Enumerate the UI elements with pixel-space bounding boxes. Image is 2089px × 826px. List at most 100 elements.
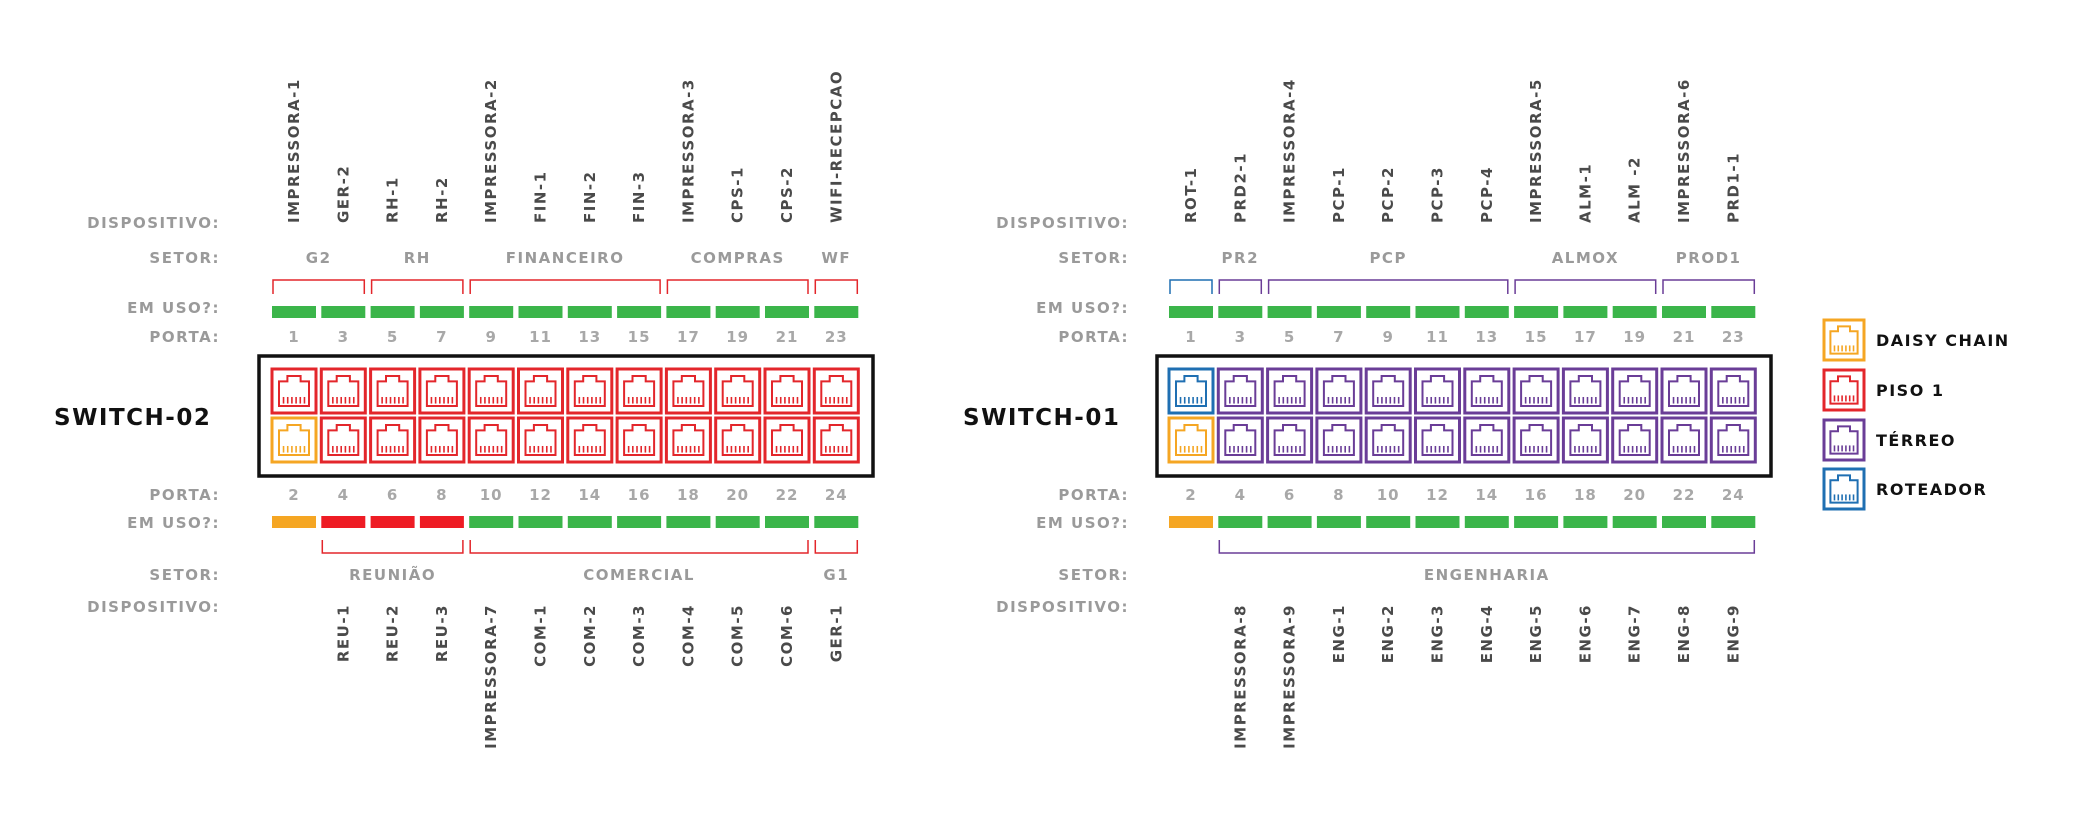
port-number: 2 xyxy=(288,486,299,504)
ethernet-port-icon xyxy=(1216,367,1264,415)
ethernet-port-icon xyxy=(1315,367,1363,415)
device-label: REU-3 xyxy=(433,604,451,662)
in-use-bar xyxy=(1711,306,1756,318)
device-label: WIFI-RECEPCAO xyxy=(827,70,845,223)
port-number: 1 xyxy=(1185,328,1196,346)
sector-label: G2 xyxy=(306,249,332,267)
dispositivo-label: DISPOSITIVO: xyxy=(87,598,220,616)
device-label: ENG-6 xyxy=(1576,604,1594,663)
device-label: FIN-1 xyxy=(532,170,550,223)
in-use-bar xyxy=(1415,516,1460,528)
device-label: IMPRESSORA-2 xyxy=(482,78,500,223)
sector-bracket xyxy=(272,279,366,294)
port-number: 6 xyxy=(387,486,398,504)
in-use-bar xyxy=(1267,306,1312,318)
device-label: PCP-3 xyxy=(1429,166,1447,223)
sector-label: WF xyxy=(821,249,851,267)
in-use-bar xyxy=(1415,306,1460,318)
in-use-bar xyxy=(715,306,760,318)
ethernet-port-icon xyxy=(566,416,614,464)
switch-group-2: DISPOSITIVO:SETOR:EM USO?:PORTA:PORTA:EM… xyxy=(963,78,1773,749)
in-use-bar xyxy=(1169,306,1213,318)
device-label: FIN-3 xyxy=(630,170,648,223)
ethernet-port-icon xyxy=(615,416,663,464)
in-use-bar xyxy=(370,306,415,318)
in-use-bar xyxy=(617,516,662,528)
port-number: 14 xyxy=(1475,486,1498,504)
ethernet-port-icon xyxy=(566,367,614,415)
in-use-bar xyxy=(1169,516,1213,528)
sector-label: PR2 xyxy=(1222,249,1259,267)
sector-label: RH xyxy=(404,249,431,267)
device-label: FIN-2 xyxy=(581,170,599,223)
port-number: 14 xyxy=(578,486,601,504)
em-uso-label: EM USO?: xyxy=(1036,514,1129,532)
ethernet-port-icon xyxy=(763,367,811,415)
port-number: 16 xyxy=(628,486,651,504)
device-label: CPS-2 xyxy=(778,166,796,223)
sector-bracket xyxy=(1514,279,1657,294)
in-use-bar xyxy=(469,306,514,318)
in-use-bar xyxy=(1464,516,1509,528)
device-label: IMPRESSORA-3 xyxy=(679,78,697,223)
legend-label: TÉRREO xyxy=(1876,431,1956,450)
device-label: PCP-2 xyxy=(1379,166,1397,223)
ethernet-port-icon xyxy=(1167,416,1215,464)
ethernet-port-icon xyxy=(1364,367,1412,415)
device-label: COM-3 xyxy=(630,604,648,667)
sector-label: REUNIÃO xyxy=(349,565,436,584)
em-uso-label: EM USO?: xyxy=(127,514,220,532)
port-number: 23 xyxy=(825,328,848,346)
in-use-bar xyxy=(567,516,612,528)
sector-bracket xyxy=(469,540,809,554)
port-number: 20 xyxy=(726,486,749,504)
port-number: 15 xyxy=(628,328,651,346)
in-use-bar xyxy=(1612,306,1657,318)
port-number: 21 xyxy=(1673,328,1696,346)
in-use-bar xyxy=(1514,516,1559,528)
device-label: ENG-3 xyxy=(1429,604,1447,663)
device-label: PCP-1 xyxy=(1330,166,1348,223)
setor-label: SETOR: xyxy=(149,249,220,267)
legend-label: PISO 1 xyxy=(1876,381,1945,400)
legend-port-icon xyxy=(1822,418,1866,462)
dispositivo-label: DISPOSITIVO: xyxy=(996,598,1129,616)
device-label: ENG-8 xyxy=(1675,604,1693,663)
in-use-bar xyxy=(1662,516,1706,528)
ethernet-port-icon xyxy=(467,367,515,415)
legend-port-icon xyxy=(1822,368,1866,412)
in-use-bar xyxy=(1464,306,1509,318)
device-label: PRD1-1 xyxy=(1724,152,1742,223)
in-use-bar xyxy=(518,306,563,318)
in-use-bar xyxy=(1563,516,1608,528)
port-number: 18 xyxy=(677,486,700,504)
port-number: 12 xyxy=(1426,486,1449,504)
sector-bracket xyxy=(814,540,859,554)
port-number: 12 xyxy=(529,486,552,504)
sector-bracket xyxy=(1662,279,1756,294)
ethernet-port-icon xyxy=(1463,416,1511,464)
port-number: 24 xyxy=(825,486,848,504)
ethernet-port-icon xyxy=(369,416,417,464)
port-number: 19 xyxy=(1623,328,1646,346)
device-label: IMPRESSORA-4 xyxy=(1281,78,1299,223)
in-use-bar xyxy=(765,306,809,318)
em-uso-label: EM USO?: xyxy=(1036,299,1129,317)
in-use-bar xyxy=(321,516,366,528)
ethernet-port-icon xyxy=(270,367,318,415)
port-number: 3 xyxy=(1235,328,1246,346)
em-uso-label: EM USO?: xyxy=(127,299,220,317)
in-use-bar xyxy=(518,516,563,528)
port-number: 8 xyxy=(436,486,447,504)
device-label: RH-1 xyxy=(384,176,402,223)
ethernet-port-icon xyxy=(812,367,860,415)
in-use-bar xyxy=(1366,516,1411,528)
port-number: 5 xyxy=(387,328,398,346)
in-use-bar xyxy=(715,516,760,528)
in-use-bar xyxy=(1218,516,1263,528)
device-label: GER-2 xyxy=(334,165,352,223)
device-label: ALM -2 xyxy=(1626,156,1644,223)
legend-port-icon xyxy=(1822,467,1866,511)
port-number: 3 xyxy=(338,328,349,346)
sector-bracket xyxy=(469,279,661,294)
